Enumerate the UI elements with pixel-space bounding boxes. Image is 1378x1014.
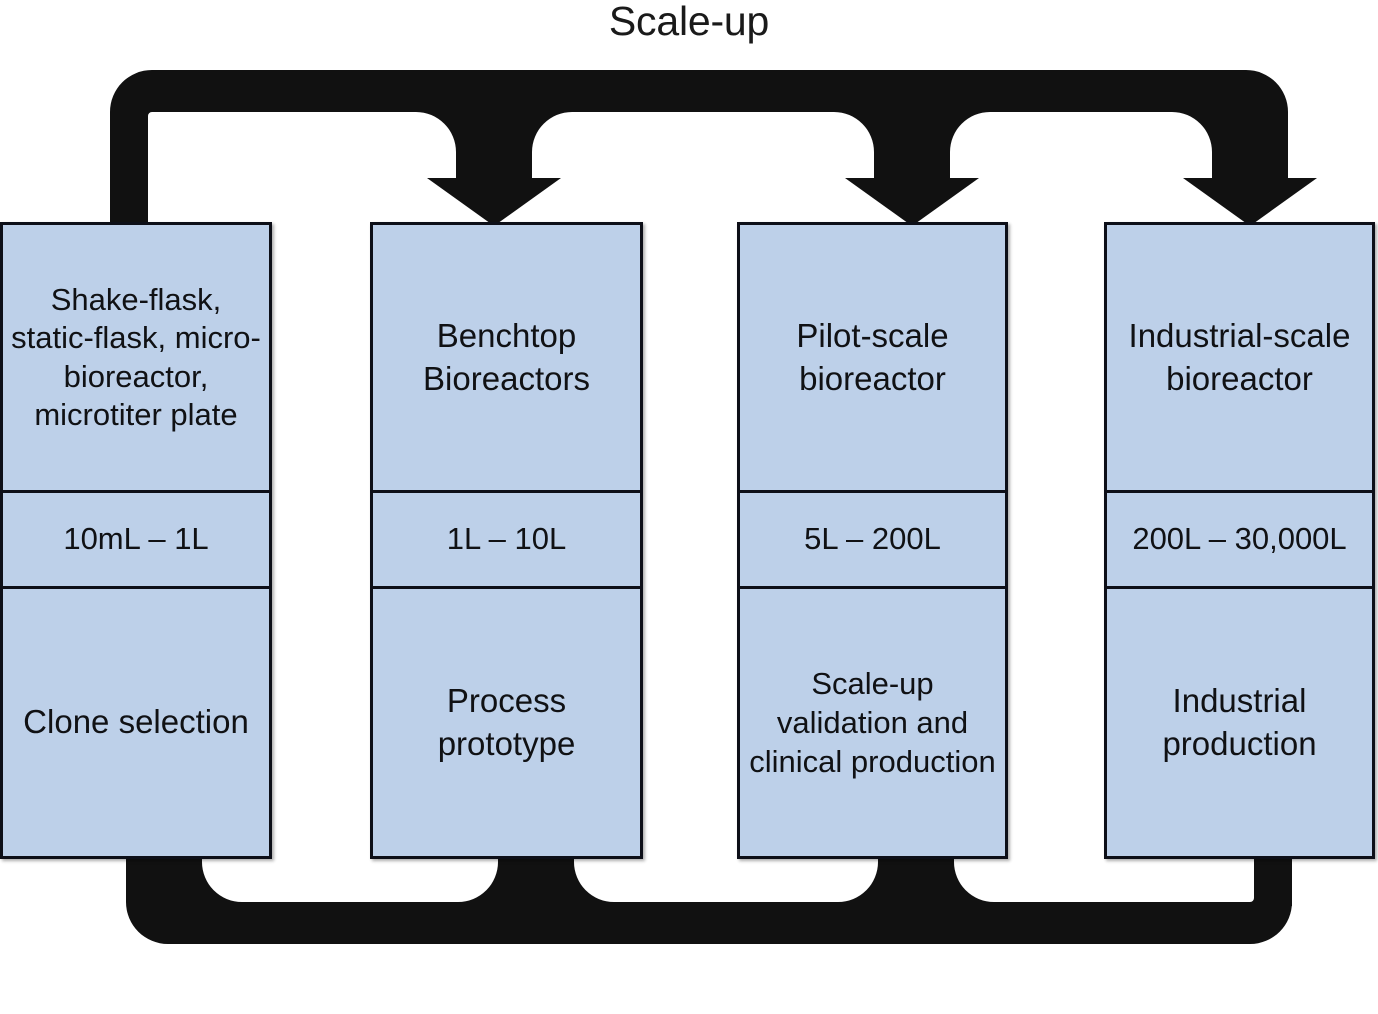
- top-bus-final: [110, 70, 1317, 226]
- cell-divider: [3, 490, 269, 493]
- scale-up-flow-arrows-final: [110, 70, 1317, 226]
- bottom-stem-stage4-source: [1254, 858, 1292, 906]
- stage-column-3[interactable]: Pilot-scale bioreactor 5L – 200L Scale-u…: [737, 222, 1008, 859]
- stage-3-vessel: Pilot-scale bioreactor: [740, 225, 1005, 490]
- stage-column-1[interactable]: Shake-flask, static-flask, micro-bioreac…: [0, 222, 272, 859]
- cell-divider: [1107, 490, 1372, 493]
- page-title: Scale-up: [608, 0, 770, 44]
- cell-divider: [3, 586, 269, 589]
- cell-divider: [1107, 586, 1372, 589]
- cell-divider: [373, 586, 640, 589]
- stage-3-volume: 5L – 200L: [740, 493, 1005, 586]
- stage-4-volume: 200L – 30,000L: [1107, 493, 1372, 586]
- stage-4-vessel: Industrial-scale bioreactor: [1107, 225, 1372, 490]
- stage-1-purpose: Clone selection: [3, 589, 269, 856]
- stage-2-volume: 1L – 10L: [373, 493, 640, 586]
- stage-1-vessel: Shake-flask, static-flask, micro-bioreac…: [3, 225, 269, 490]
- stage-3-purpose: Scale-up validation and clinical product…: [740, 589, 1005, 856]
- cell-divider: [740, 586, 1005, 589]
- cell-divider: [373, 490, 640, 493]
- stage-column-2[interactable]: Benchtop Bioreactors 1L – 10L Process pr…: [370, 222, 643, 859]
- stage-column-4[interactable]: Industrial-scale bioreactor 200L – 30,00…: [1104, 222, 1375, 859]
- stage-2-vessel: Benchtop Bioreactors: [373, 225, 640, 490]
- cell-divider: [740, 490, 1005, 493]
- stage-4-purpose: Industrial production: [1107, 589, 1372, 856]
- stage-2-purpose: Process prototype: [373, 589, 640, 856]
- stage-1-volume: 10mL – 1L: [3, 493, 269, 586]
